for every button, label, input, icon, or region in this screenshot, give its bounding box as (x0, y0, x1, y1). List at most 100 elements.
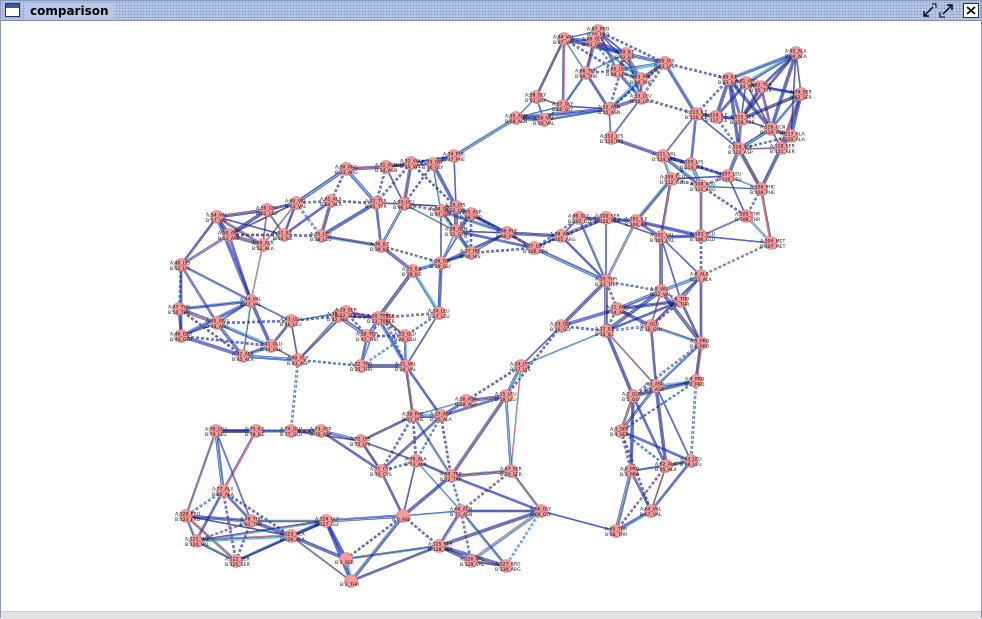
node-circle[interactable] (557, 32, 571, 46)
node-circle[interactable] (369, 196, 383, 210)
node-circle[interactable] (721, 169, 735, 183)
node-circle[interactable] (774, 141, 788, 155)
node-circle[interactable] (210, 210, 224, 224)
node-circle[interactable] (534, 504, 548, 518)
title-bar[interactable]: comparison (1, 1, 981, 21)
node-circle[interactable] (654, 284, 668, 298)
node-circle[interactable] (656, 149, 670, 163)
maximize-button[interactable] (939, 3, 955, 18)
node-circle[interactable] (794, 87, 808, 101)
node-circle[interactable] (709, 110, 723, 124)
node-circle[interactable] (514, 359, 528, 373)
node-circle[interactable] (409, 454, 423, 468)
node-circle[interactable] (459, 394, 473, 408)
node-circle[interactable] (556, 99, 570, 113)
node-circle[interactable] (314, 229, 328, 243)
node-circle[interactable] (739, 76, 753, 90)
node-circle[interactable] (674, 294, 688, 308)
node-circle[interactable] (504, 464, 518, 478)
node-circle[interactable] (658, 56, 672, 70)
node-circle[interactable] (210, 316, 224, 330)
node-circle[interactable] (344, 574, 358, 588)
node-circle[interactable] (374, 464, 388, 478)
node-circle[interactable] (434, 256, 448, 270)
node-circle[interactable] (604, 131, 618, 145)
node-circle[interactable] (694, 229, 708, 243)
node-circle[interactable] (249, 424, 263, 438)
node-circle[interactable] (339, 552, 353, 566)
node-circle[interactable] (764, 236, 778, 250)
node-circle[interactable] (449, 200, 463, 214)
node-circle[interactable] (244, 294, 258, 308)
node-circle[interactable] (659, 459, 673, 473)
node-circle[interactable] (289, 196, 303, 210)
node-circle[interactable] (432, 539, 446, 553)
node-circle[interactable] (260, 203, 274, 217)
node-circle[interactable] (314, 424, 328, 438)
node-circle[interactable] (734, 112, 748, 126)
node-circle[interactable] (694, 269, 708, 283)
node-circle[interactable] (664, 172, 678, 186)
node-circle[interactable] (264, 339, 278, 353)
node-circle[interactable] (509, 111, 523, 125)
node-circle[interactable] (722, 72, 736, 86)
node-circle[interactable] (406, 264, 420, 278)
node-circle[interactable] (624, 464, 638, 478)
node-circle[interactable] (339, 305, 353, 319)
